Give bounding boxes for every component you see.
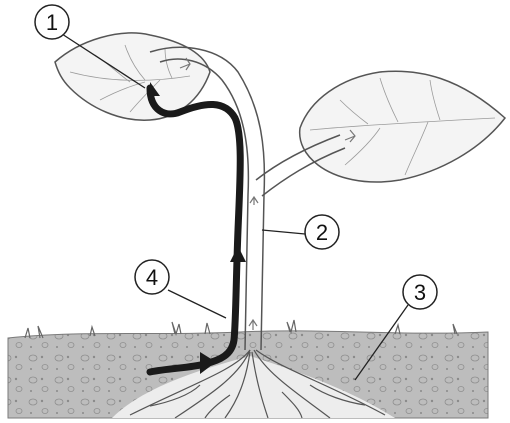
callout-3: 3 xyxy=(403,275,437,309)
leaf-right xyxy=(300,71,505,182)
callout-1: 1 xyxy=(35,5,69,39)
svg-text:4: 4 xyxy=(146,265,158,290)
leader-line-4 xyxy=(168,290,226,318)
upward-arrow xyxy=(230,246,246,262)
callout-4: 4 xyxy=(135,260,169,294)
dark-transport-path xyxy=(150,82,246,374)
callout-2: 2 xyxy=(305,215,339,249)
svg-text:1: 1 xyxy=(46,10,58,35)
svg-text:3: 3 xyxy=(414,280,426,305)
leader-line-2 xyxy=(262,230,305,234)
svg-text:2: 2 xyxy=(316,220,328,245)
